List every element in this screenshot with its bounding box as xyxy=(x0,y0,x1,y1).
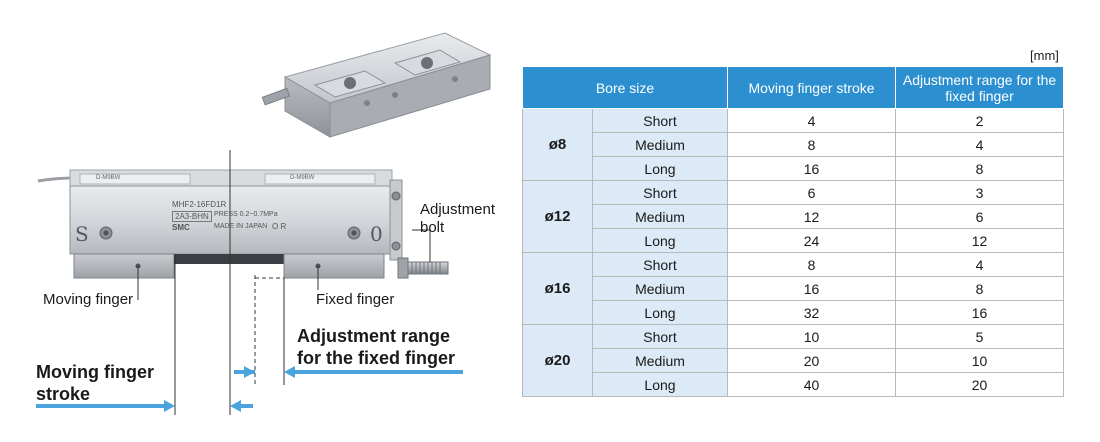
table-row: ø16 Short 8 4 xyxy=(522,252,1065,325)
body-marking-line2: 2A3-BHN xyxy=(172,211,212,222)
stroke-cell: 10 xyxy=(727,324,897,349)
range-cell: 6 xyxy=(895,204,1065,229)
range-cell: 16 xyxy=(895,300,1065,325)
range-cell: 20 xyxy=(895,372,1065,397)
body-marking-origin: MADE IN JAPAN xyxy=(214,223,268,230)
adjustment-bolt-label-line1: Adjustment xyxy=(420,201,496,218)
range-cell: 10 xyxy=(895,348,1065,373)
body-marking-or: O R xyxy=(272,222,287,231)
body-marking-brand: SMC xyxy=(172,223,190,232)
table-header-row: Bore size Moving finger stroke Adjustmen… xyxy=(521,66,1065,109)
adjustment-range-label-line2: for the fixed finger xyxy=(297,348,456,368)
table-row: Long 32 16 xyxy=(523,300,1065,325)
moving-stroke-label: Moving finger stroke xyxy=(36,361,154,405)
length-cell: Long xyxy=(591,372,729,397)
stroke-cell: 6 xyxy=(727,180,897,205)
sensor-marking-left: D-M9BW xyxy=(96,175,121,181)
adjustment-bolt-label-line2: bolt xyxy=(420,219,445,236)
spec-table: Bore size Moving finger stroke Adjustmen… xyxy=(521,66,1065,397)
stroke-cell: 16 xyxy=(727,276,897,301)
range-cell: 12 xyxy=(895,228,1065,253)
length-cell: Medium xyxy=(591,348,729,373)
range-cell: 4 xyxy=(895,252,1065,277)
range-cell: 4 xyxy=(895,132,1065,157)
unit-label: [mm] xyxy=(1030,48,1059,63)
table-row: Medium 8 4 xyxy=(523,132,1065,157)
fixed-finger-label: Fixed finger xyxy=(316,291,395,308)
range-cell: 8 xyxy=(895,156,1065,181)
table-row: Long 16 8 xyxy=(523,156,1065,181)
stroke-cell: 40 xyxy=(727,372,897,397)
body-marking-model: MHF2-16FD1R xyxy=(172,200,227,209)
stroke-cell: 8 xyxy=(727,252,897,277)
gripper-body xyxy=(69,185,393,255)
table-row: ø12 Short 6 3 xyxy=(522,180,1065,253)
bore-cell: ø12 xyxy=(522,180,593,253)
range-cell: 8 xyxy=(895,276,1065,301)
stroke-cell: 16 xyxy=(727,156,897,181)
stroke-cell: 24 xyxy=(727,228,897,253)
moving-finger xyxy=(73,253,175,279)
bore-cell: ø16 xyxy=(522,252,593,325)
table-row: Long 40 20 xyxy=(523,372,1065,397)
stroke-cell: 4 xyxy=(727,108,897,133)
range-cell: 2 xyxy=(895,108,1065,133)
body-letter-left: S xyxy=(75,222,89,246)
length-cell: Long xyxy=(591,156,729,181)
adjustment-range-label: Adjustment range for the fixed finger xyxy=(297,325,455,369)
body-marking-pressure: PRESS 0.2~0.7MPa xyxy=(214,211,278,218)
table-row: ø20 Short 10 5 xyxy=(522,324,1065,397)
moving-finger-label: Moving finger xyxy=(43,291,134,308)
table-row: Medium 16 8 xyxy=(523,276,1065,301)
length-cell: Medium xyxy=(591,276,729,301)
adjustment-range-label-line1: Adjustment range xyxy=(297,326,451,346)
gripper-drawing xyxy=(36,150,463,415)
stroke-cell: 32 xyxy=(727,300,897,325)
stroke-cell: 12 xyxy=(727,204,897,229)
table-row: Long 24 12 xyxy=(523,228,1065,253)
table-row: Medium 20 10 xyxy=(523,348,1065,373)
length-cell: Short xyxy=(591,108,729,133)
moving-stroke-label-line2: stroke xyxy=(36,384,91,404)
moving-stroke-label-line1: Moving finger xyxy=(36,362,154,382)
table-row: Medium 12 6 xyxy=(523,204,1065,229)
adjustment-bolt-label: Adjustment bolt xyxy=(420,201,495,237)
product-photo xyxy=(261,32,492,138)
header-bore-size: Bore size xyxy=(521,66,729,109)
length-cell: Short xyxy=(591,324,729,349)
stroke-cell: 8 xyxy=(727,132,897,157)
table-row: ø8 Short 4 2 xyxy=(522,108,1065,181)
range-cell: 5 xyxy=(895,324,1065,349)
length-cell: Medium xyxy=(591,204,729,229)
stroke-cell: 20 xyxy=(727,348,897,373)
header-adjustment-range: Adjustment range for the fixed finger xyxy=(895,66,1065,109)
header-moving-stroke: Moving finger stroke xyxy=(727,66,897,109)
length-cell: Medium xyxy=(591,132,729,157)
length-cell: Short xyxy=(591,252,729,277)
range-cell: 3 xyxy=(895,180,1065,205)
bore-cell: ø8 xyxy=(522,108,593,181)
adjustment-bolt xyxy=(401,261,449,275)
length-cell: Long xyxy=(591,228,729,253)
fixed-finger xyxy=(283,253,385,279)
bore-cell: ø20 xyxy=(522,324,593,397)
body-letter-right: 0 xyxy=(370,222,383,246)
length-cell: Long xyxy=(591,300,729,325)
sensor-marking-right: D-M9BW xyxy=(290,175,315,181)
length-cell: Short xyxy=(591,180,729,205)
